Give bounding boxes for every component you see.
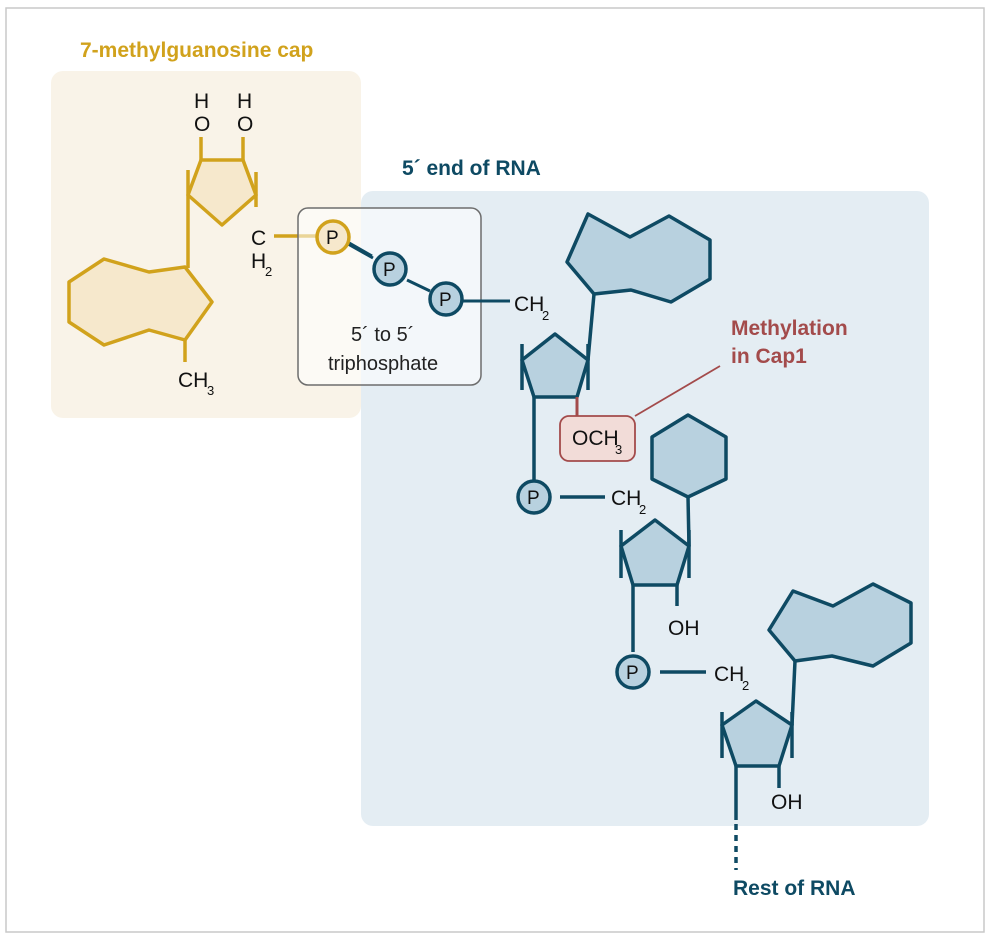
rna-oh-2: OH xyxy=(771,791,803,814)
sugar-ring-3 xyxy=(720,699,794,768)
rna-ch2-1: CH xyxy=(514,293,544,316)
cap-base-ring xyxy=(67,257,214,347)
phosphate-3: P xyxy=(428,281,464,317)
och3-sub: 3 xyxy=(615,442,622,457)
och3-label: OCH xyxy=(572,427,619,450)
cap-h-left: H xyxy=(194,90,209,113)
phosphate-4: P xyxy=(516,479,552,515)
rna-oh-1: OH xyxy=(668,617,700,640)
rna-ch2-1-sub: 2 xyxy=(542,308,549,323)
rna-ch2-2: CH xyxy=(611,487,641,510)
rna-nucleotide-1 xyxy=(520,212,712,480)
rna-title: 5´ end of RNA xyxy=(402,157,541,180)
cap-h-right: H xyxy=(237,90,252,113)
svg-text:P: P xyxy=(439,290,452,311)
rna-nucleotide-2 xyxy=(560,413,728,652)
triphosphate-box xyxy=(297,207,482,386)
cap-c-label: C xyxy=(251,227,266,250)
svg-text:P: P xyxy=(626,663,639,684)
rna-ch2-2-sub: 2 xyxy=(639,502,646,517)
cap-o-left: O xyxy=(194,113,210,136)
svg-text:P: P xyxy=(383,260,396,281)
cap-ch-sub: 3 xyxy=(207,383,214,398)
cap-h-sub: 2 xyxy=(265,264,272,279)
svg-text:P: P xyxy=(527,488,540,509)
methylation-line2: in Cap1 xyxy=(731,345,807,368)
rna-region xyxy=(361,191,929,826)
phosphate-5: P xyxy=(615,654,651,690)
rna-nucleotide-3 xyxy=(660,582,913,870)
methylation-line1: Methylation xyxy=(731,317,848,340)
base-ring-1 xyxy=(565,212,712,304)
cap-sugar-ring xyxy=(186,158,258,227)
triphosphate-line2: triphosphate xyxy=(328,353,438,375)
triphosphate-line1: 5´ to 5´ xyxy=(351,324,414,346)
cap-o-right: O xyxy=(237,113,253,136)
phosphate-2: P xyxy=(372,251,408,287)
cap-ch-label: CH xyxy=(178,369,208,392)
phosphate-1: P xyxy=(315,219,351,255)
sugar-ring-1 xyxy=(520,332,590,399)
rest-of-rna-label: Rest of RNA xyxy=(733,877,856,900)
rna-ch2-3: CH xyxy=(714,663,744,686)
cap-structure xyxy=(67,137,318,362)
cap-h-label: H xyxy=(251,250,266,273)
svg-text:P: P xyxy=(326,228,339,249)
base-ring-3 xyxy=(767,582,913,668)
methylation-leader xyxy=(634,365,721,417)
och3-badge xyxy=(559,415,636,462)
rna-ch2-3-sub: 2 xyxy=(742,678,749,693)
cap-title: 7-methylguanosine cap xyxy=(80,39,313,62)
sugar-ring-2 xyxy=(619,518,691,587)
